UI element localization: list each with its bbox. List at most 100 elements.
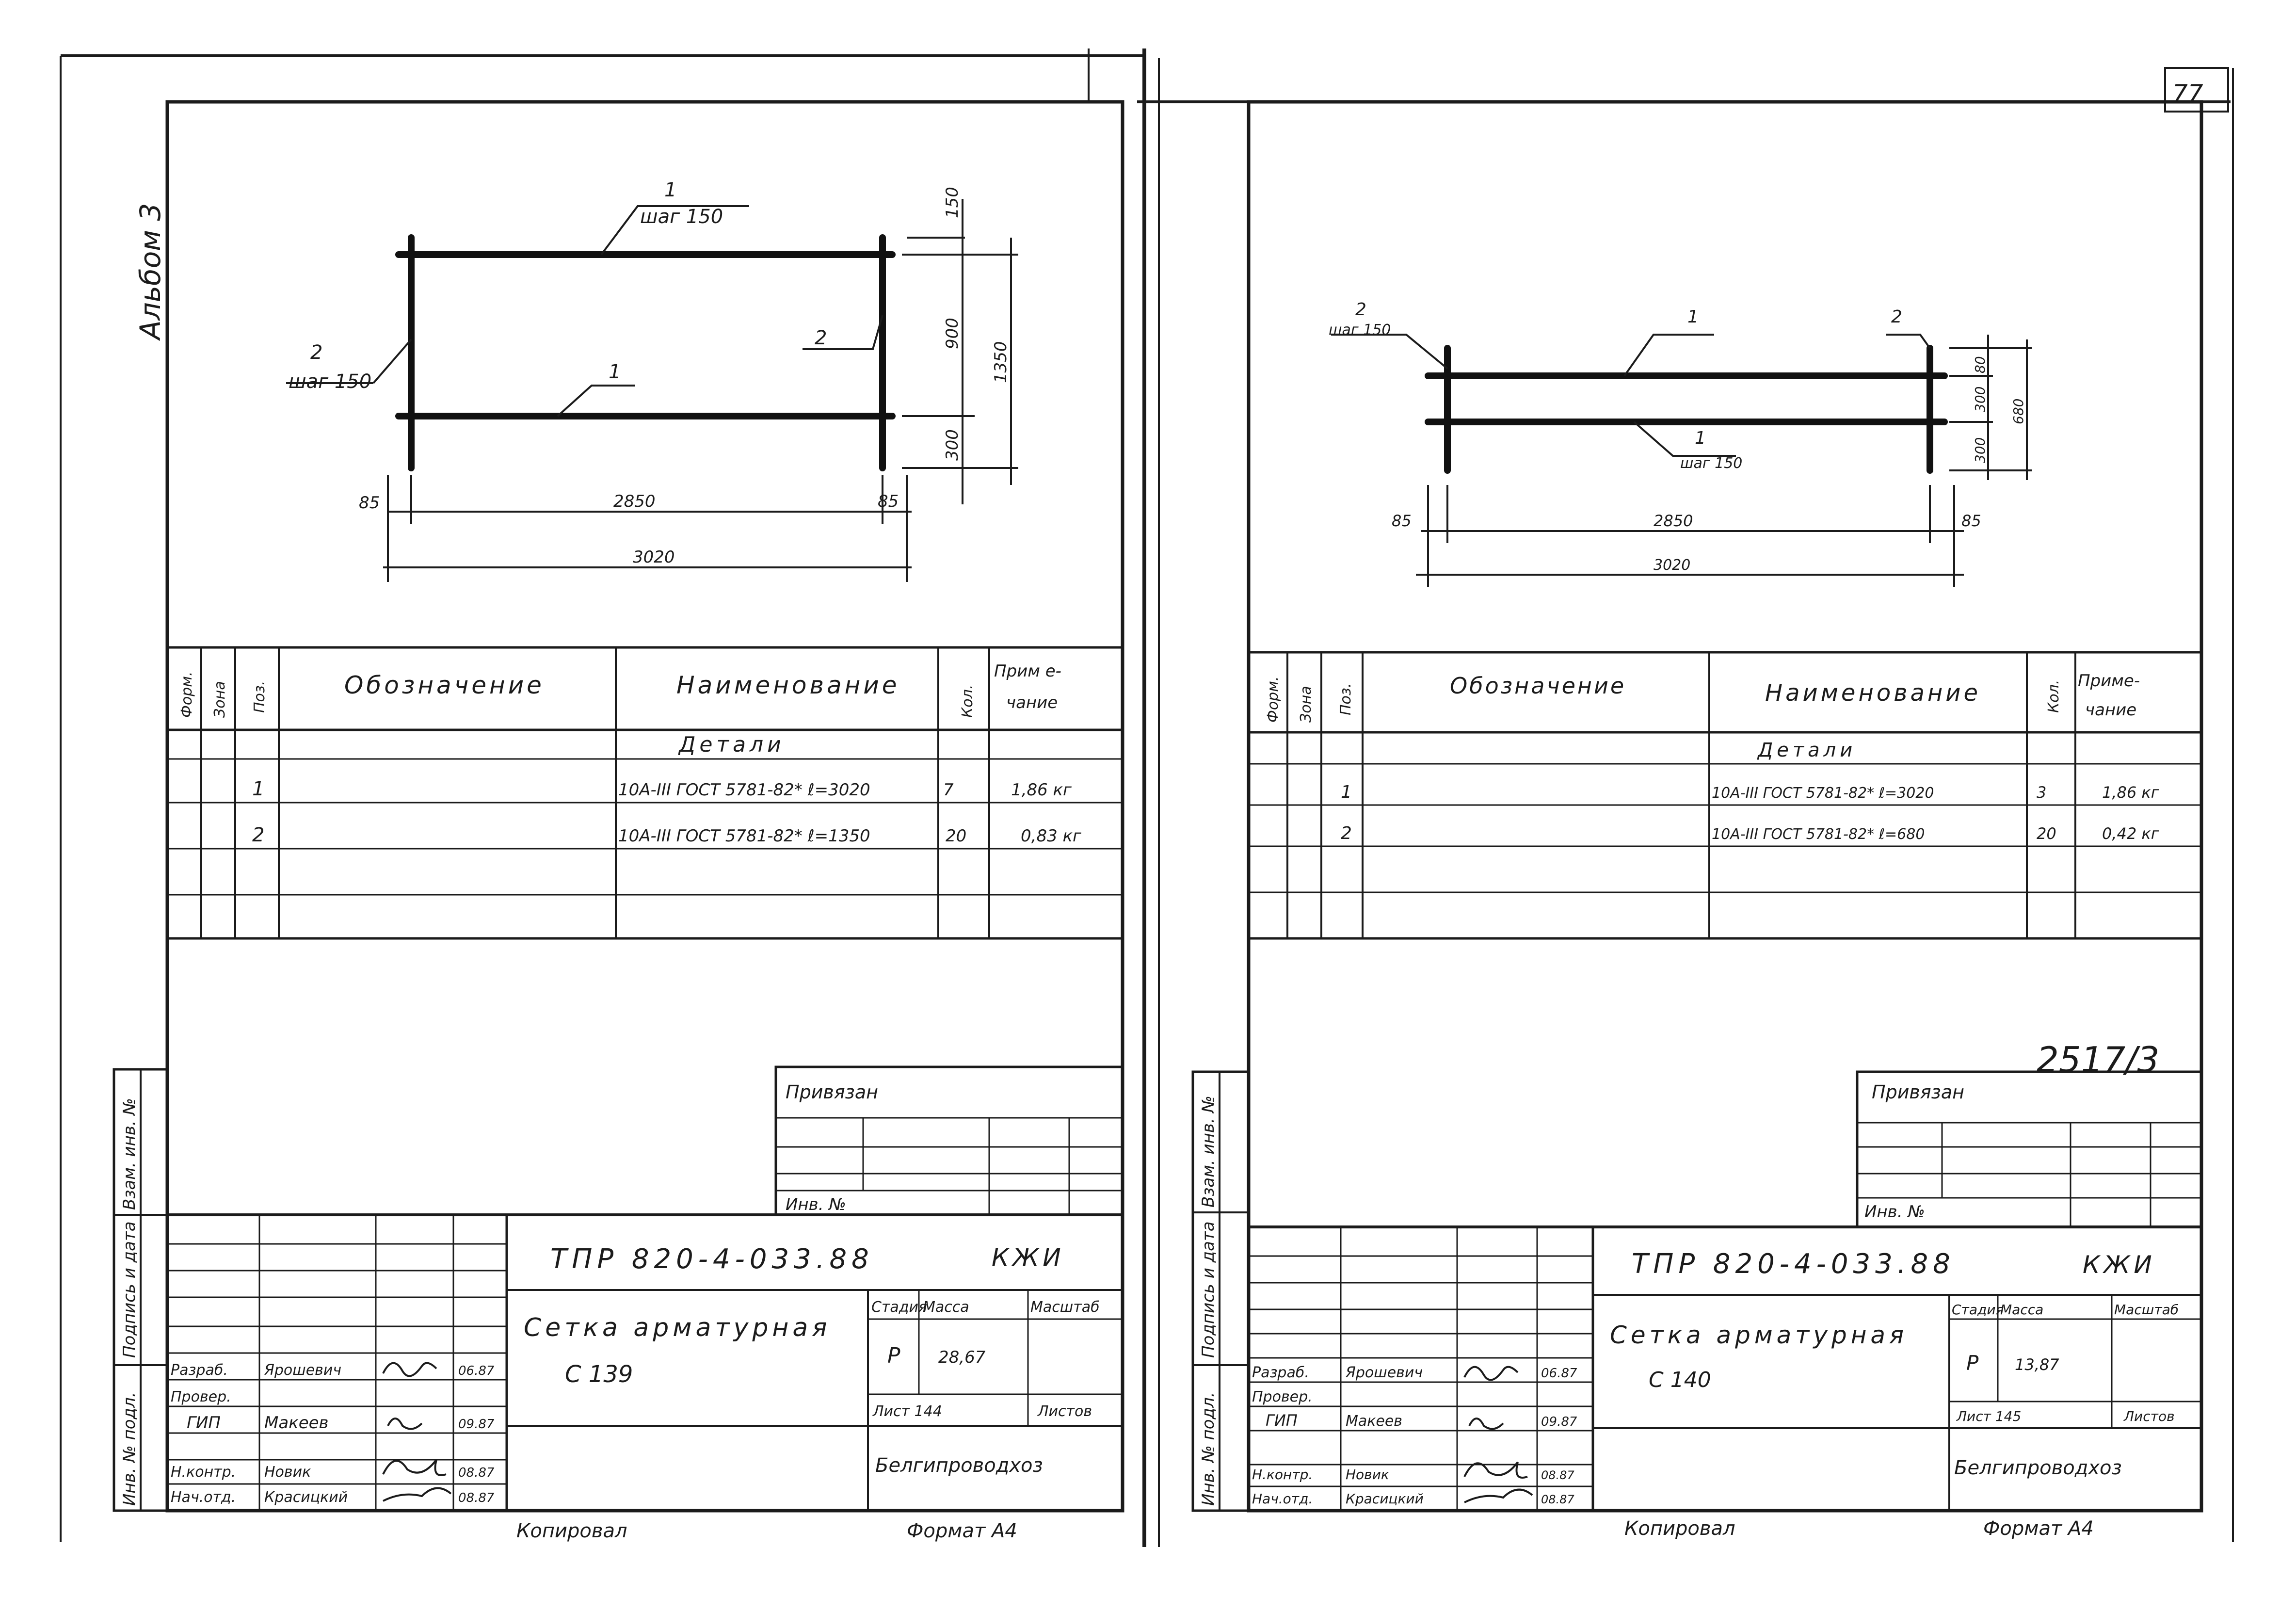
copied-label: Копировал [516, 1520, 627, 1542]
dim-300a: 300 [1972, 387, 1988, 412]
role-gip: ГИП [1266, 1411, 1298, 1430]
side-vzam: Взам. инв. № [120, 1098, 139, 1210]
privyazan-label: Привязан [786, 1081, 878, 1103]
stage-value: Р [887, 1343, 900, 1368]
label-pos1-top: 1 [1687, 307, 1699, 327]
hdr-qty: Кол. [2045, 680, 2062, 713]
role-nkontr: Н.контр. [171, 1464, 236, 1481]
role-nachotd: Нач.отд. [1252, 1491, 1313, 1507]
label-pos1-bot: 1 [1695, 428, 1706, 448]
label-pos2-left: 2 [1355, 300, 1366, 320]
right-sheet: 77 2 шаг 150 [1191, 67, 2229, 1540]
date-razrab: 06.87 [1541, 1366, 1577, 1381]
stage-header: Стадия [1952, 1302, 2004, 1318]
signature-3 [1463, 1461, 1528, 1479]
hdr-format: Форм. [1265, 677, 1282, 723]
privyazan-label: Привязан [1872, 1081, 1964, 1103]
hdr-name: Наименование [1765, 679, 1981, 707]
hdr-designation: Обозначение [344, 671, 545, 699]
name-gip: Макеев [264, 1413, 329, 1433]
left-side-strip: Инв. № подл. Подпись и дата Взам. инв. № [112, 1068, 169, 1512]
dim-85-right: 85 [878, 492, 899, 511]
side-podpis: Подпись и дата [120, 1221, 139, 1358]
hdr-note-1: Прим е- [994, 661, 1061, 681]
dim-3020: 3020 [1654, 557, 1690, 574]
left-frame [165, 100, 1124, 1513]
row1-pos: 1 [252, 778, 264, 800]
label-pos1-bot-step: шаг 150 [1680, 455, 1742, 472]
title-line1: Сетка арматурная [1610, 1321, 1908, 1349]
dim-3020: 3020 [633, 548, 675, 567]
side-inv-podl: Инв. № подл. [120, 1392, 139, 1506]
date-nachotd: 08.87 [458, 1491, 495, 1505]
left-title-block: ТПР 820-4-033.88 КЖИ Сетка арматурная С … [166, 1213, 1124, 1512]
signature-2 [387, 1418, 423, 1430]
row1-qty: 7 [943, 780, 954, 800]
date-gip: 09.87 [1541, 1415, 1577, 1429]
role-prover: Провер. [171, 1388, 231, 1405]
date-nkontr: 08.87 [458, 1466, 495, 1480]
role-nkontr: Н.контр. [1252, 1467, 1313, 1483]
doc-code: ТПР 820-4-033.88 [550, 1243, 874, 1275]
dim-150: 150 [943, 187, 962, 218]
row1-qty: 3 [2037, 783, 2046, 802]
title-line2: С 139 [565, 1361, 633, 1388]
signature-4 [1464, 1488, 1533, 1503]
sheets-header: Листов [1037, 1403, 1092, 1420]
doc-mark: КЖИ [992, 1243, 1065, 1272]
label-pos2-left-step: шаг 150 [1329, 322, 1391, 339]
hdr-name: Наименование [676, 671, 900, 699]
stamp-number: 2517/3 [2037, 1039, 2159, 1080]
mass-header: Масса [923, 1299, 969, 1316]
dim-300b: 300 [1972, 437, 1988, 463]
hdr-note-2: чание [1006, 693, 1058, 712]
date-gip: 09.87 [458, 1417, 495, 1432]
label-pos2-left: 2 [310, 341, 322, 364]
name-nkontr: Новик [264, 1464, 311, 1481]
row1-pos: 1 [1341, 782, 1352, 802]
label-pos1-mid: 1 [609, 361, 621, 383]
inv-no-label: Инв. № [1864, 1202, 1925, 1222]
org-name: Белгипроводхоз [875, 1454, 1043, 1477]
row2-pos: 2 [252, 824, 264, 846]
format-label: Формат А4 [1983, 1517, 2094, 1540]
org-name: Белгипроводхоз [1954, 1457, 2122, 1479]
row1-name: 10А-III ГОСТ 5781-82* ℓ=3020 [618, 780, 870, 800]
row2-pos: 2 [1341, 823, 1352, 843]
name-nachotd: Красицкий [264, 1489, 348, 1506]
hdr-pos: Поз. [1337, 683, 1354, 715]
row2-note: 0,83 кг [1021, 826, 1082, 846]
row2-name: 10А-III ГОСТ 5781-82* ℓ=680 [1712, 826, 1925, 843]
signature-4 [383, 1487, 452, 1502]
hdr-pos: Поз. [251, 681, 268, 713]
sheet-header: Лист 145 [1956, 1408, 2021, 1424]
label-pos2-right: 2 [1891, 307, 1902, 327]
name-razrab: Ярошевич [264, 1362, 341, 1379]
row2-qty: 20 [2037, 824, 2056, 843]
doc-code: ТПР 820-4-033.88 [1632, 1248, 1955, 1280]
hdr-qty: Кол. [959, 685, 976, 718]
dim-900: 900 [943, 318, 962, 349]
left-privyazan-block: Привязан Инв. № [774, 1065, 1124, 1216]
right-title-block: ТПР 820-4-033.88 КЖИ Сетка арматурная С … [1247, 1225, 2203, 1512]
date-razrab: 06.87 [458, 1364, 495, 1378]
role-nachotd: Нач.отд. [171, 1489, 236, 1506]
right-frame [1247, 100, 2203, 1513]
label-pos2-left-step: шаг 150 [289, 371, 371, 393]
stage-value: Р [1966, 1351, 1979, 1375]
hdr-format: Форм. [178, 672, 195, 718]
side-inv-podl: Инв. № подл. [1199, 1392, 1218, 1506]
right-spec-table: Форм. Зона Поз. Обозначение Наименование… [1247, 651, 2203, 940]
doc-mark: КЖИ [2083, 1251, 2156, 1279]
inv-no-label: Инв. № [786, 1195, 846, 1214]
row1-note: 1,86 кг [1011, 780, 1072, 800]
dim-2850: 2850 [1654, 512, 1693, 530]
sheets-header: Листов [2123, 1408, 2175, 1424]
dim-300: 300 [943, 429, 962, 461]
page-number: 77 [2172, 80, 2203, 108]
label-pos1-top-step: шаг 150 [640, 206, 723, 228]
left-spec-table: Форм. Зона Поз. Обозначение Наименование… [166, 646, 1124, 940]
name-razrab: Ярошевич [1345, 1364, 1423, 1381]
sheet-header: Лист 144 [872, 1403, 942, 1420]
